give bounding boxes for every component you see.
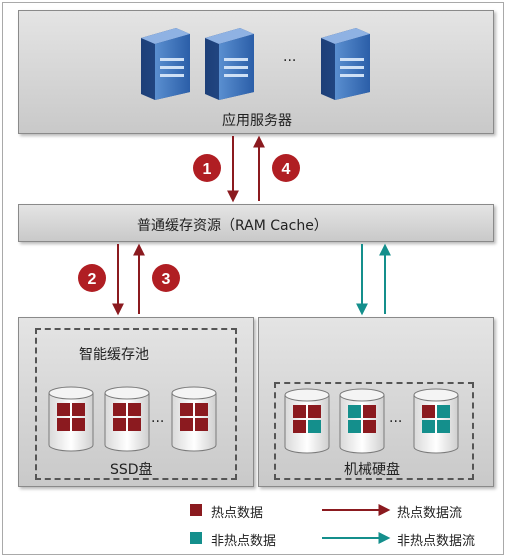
hdd-disk-icon — [339, 388, 385, 454]
server-ellipsis: ... — [283, 49, 297, 65]
step-badge-3-text: 3 — [162, 271, 171, 288]
ram-cache-box: 普通缓存资源（RAM Cache） — [18, 204, 494, 242]
hot-data-block — [128, 403, 141, 416]
hot-data-block — [422, 405, 435, 418]
hot-data-block — [57, 418, 70, 431]
step-badge-4: 4 — [272, 154, 300, 182]
hot-data-block — [293, 420, 306, 433]
server-icon-1 — [141, 28, 190, 100]
hot-data-block — [113, 418, 126, 431]
step-badge-1: 1 — [193, 154, 221, 182]
server-icon-3 — [321, 28, 370, 100]
cold-data-block — [422, 420, 435, 433]
hdd-ellipsis: ... — [389, 410, 403, 426]
hot-data-block — [128, 418, 141, 431]
legend-cold-swatch — [190, 532, 202, 544]
ssd-disk-icon — [48, 386, 94, 452]
hot-data-block — [195, 403, 208, 416]
server-icon-2 — [205, 28, 254, 100]
ssd-disk-icon — [104, 386, 150, 452]
legend-hot-swatch — [190, 504, 202, 516]
hot-data-block — [57, 403, 70, 416]
hot-data-block — [363, 420, 376, 433]
ssd-disk-icon — [171, 386, 217, 452]
legend-cold-data: 非热点数据 — [211, 534, 277, 549]
cold-data-block — [348, 420, 361, 433]
app-server-box: 应用服务器 ... — [18, 10, 494, 134]
legend-hot-flow: 热点数据流 — [397, 506, 463, 521]
hdd-disk-icon — [284, 388, 330, 454]
hdd-label: 机械硬盘 — [344, 462, 400, 478]
ssd-label: SSD盘 — [110, 462, 153, 478]
step-badge-4-text: 4 — [282, 161, 291, 178]
smart-cache-pool-title: 智能缓存池 — [79, 347, 149, 363]
hot-data-block — [180, 403, 193, 416]
hot-data-block — [72, 403, 85, 416]
hot-data-block — [195, 418, 208, 431]
ssd-ellipsis: ... — [151, 410, 165, 426]
hdd-disk-icon — [413, 388, 459, 454]
step-badge-3: 3 — [152, 264, 180, 292]
app-server-label: 应用服务器 — [222, 113, 292, 129]
hot-data-block — [293, 405, 306, 418]
hot-data-block — [363, 405, 376, 418]
cold-data-block — [437, 405, 450, 418]
step-badge-2-text: 2 — [88, 271, 97, 288]
hot-data-block — [113, 403, 126, 416]
step-badge-2: 2 — [78, 264, 106, 292]
hdd-group — [274, 382, 474, 480]
legend-hot-data: 热点数据 — [211, 506, 264, 521]
cold-data-block — [348, 405, 361, 418]
ram-cache-label: 普通缓存资源（RAM Cache） — [137, 218, 328, 234]
step-badge-1-text: 1 — [203, 161, 212, 178]
cold-data-block — [308, 420, 321, 433]
smart-cache-pool — [35, 328, 237, 480]
hot-data-block — [180, 418, 193, 431]
hot-data-block — [308, 405, 321, 418]
hot-data-block — [72, 418, 85, 431]
legend-cold-flow: 非热点数据流 — [397, 534, 476, 549]
cold-data-block — [437, 420, 450, 433]
